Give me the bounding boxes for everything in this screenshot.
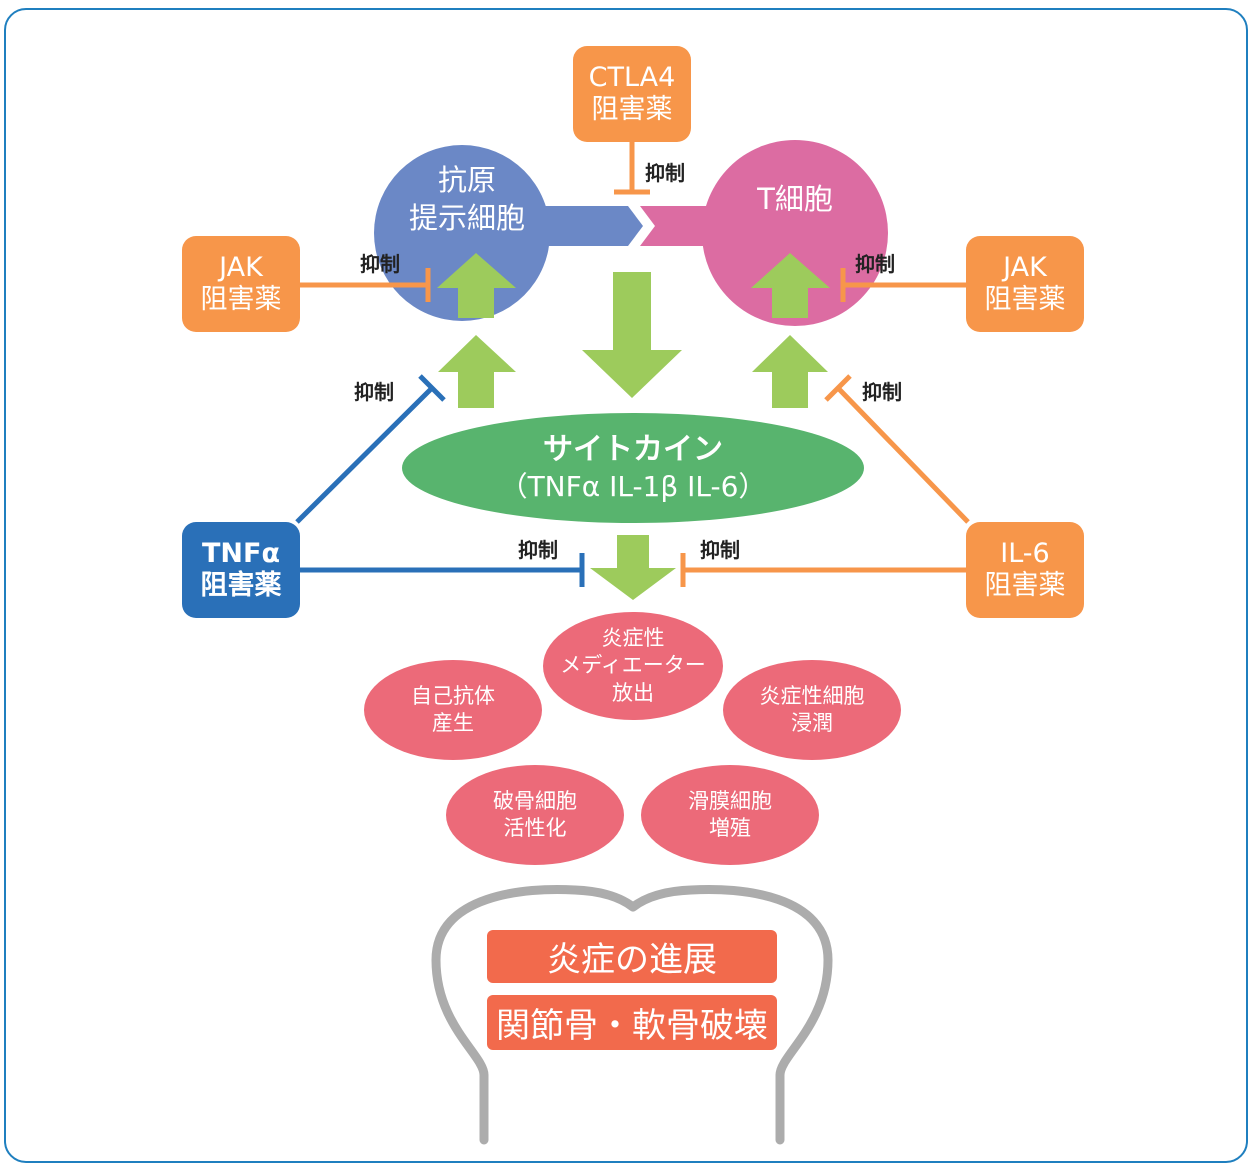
result-inflammation: 炎症の進展 bbox=[487, 930, 777, 983]
jak-left-line2: 阻害薬 bbox=[200, 284, 282, 315]
jak-inhibitor-right-box: JAK 阻害薬 bbox=[966, 236, 1084, 332]
tnf-inhibit-diagonal-bar bbox=[418, 374, 446, 402]
apc-cell bbox=[374, 145, 550, 321]
effect-synovial: 滑膜細胞 増殖 bbox=[641, 765, 819, 865]
inhibit-label-il6-horizontal: 抑制 bbox=[700, 538, 740, 562]
inhibit-label-tnf-horizontal: 抑制 bbox=[518, 538, 558, 562]
inhibit-label-jak-left: 抑制 bbox=[360, 252, 400, 276]
apc-connector bbox=[520, 206, 643, 246]
effect-line: 自己抗体 bbox=[411, 683, 495, 708]
il6-inhibit-diagonal bbox=[836, 386, 970, 524]
il6-inhibit-diagonal-bar bbox=[824, 374, 852, 402]
effect-line: 活性化 bbox=[503, 816, 567, 840]
t-cell-connector bbox=[640, 206, 760, 246]
inhibit-label-jak-right: 抑制 bbox=[855, 252, 895, 276]
effect-line: 浸潤 bbox=[791, 711, 833, 735]
cytokine-to-tcell-arrow bbox=[752, 335, 828, 408]
effect-line: 炎症性 bbox=[601, 626, 665, 651]
effect-cell-infiltration: 炎症性細胞 浸潤 bbox=[723, 660, 901, 760]
inhibit-label-il6-diagonal: 抑制 bbox=[862, 380, 902, 404]
cells-to-cytokine-arrow bbox=[582, 272, 682, 398]
ctla4-line1: CTLA4 bbox=[588, 61, 676, 93]
effect-line: 破骨細胞 bbox=[493, 788, 577, 813]
effect-osteoclast: 破骨細胞 活性化 bbox=[446, 765, 624, 865]
tcell-label-text: T細胞 bbox=[757, 182, 833, 217]
tcell-label: T細胞 bbox=[725, 180, 865, 220]
tnf-line1: TNFα bbox=[201, 537, 280, 569]
inhibit-label-tnf-diagonal: 抑制 bbox=[354, 380, 394, 404]
effect-line: 放出 bbox=[612, 680, 654, 705]
result-joint-destruction: 関節骨・軟骨破壊 bbox=[487, 995, 777, 1050]
apc-label-line2: 提示細胞 bbox=[408, 201, 525, 235]
jak-right-line1: JAK bbox=[1003, 251, 1047, 283]
effect-line: 増殖 bbox=[709, 816, 751, 840]
effect-line: 産生 bbox=[432, 711, 474, 735]
tnf-inhibit-diagonal bbox=[295, 386, 434, 524]
il6-inhibitor-box: IL-6 阻害薬 bbox=[966, 522, 1084, 618]
joint-outline bbox=[431, 884, 833, 1145]
tnf-inhibitor-box: TNFα 阻害薬 bbox=[182, 522, 300, 618]
cytokine-subtitle: （TNFα IL-1β IL-6） bbox=[499, 470, 767, 504]
apc-label-line1: 抗原 bbox=[437, 163, 496, 198]
ctla4-line2: 阻害薬 bbox=[591, 94, 673, 125]
effect-autoantibody: 自己抗体 産生 bbox=[364, 660, 542, 760]
ctla4-inhibitor-box: CTLA4 阻害薬 bbox=[573, 46, 691, 142]
il6-line2: 阻害薬 bbox=[984, 570, 1066, 601]
tnf-line2: 阻害薬 bbox=[200, 570, 282, 601]
effect-line: 滑膜細胞 bbox=[688, 788, 772, 813]
effect-line: 炎症性細胞 bbox=[759, 683, 865, 708]
effect-line: メディエーター bbox=[560, 653, 706, 678]
jak-inhibitor-left-box: JAK 阻害薬 bbox=[182, 236, 300, 332]
jak-left-line1: JAK bbox=[219, 251, 263, 283]
il6-line1: IL-6 bbox=[1000, 537, 1050, 569]
cytokine-title: サイトカイン bbox=[543, 432, 723, 468]
effect-mediator-release: 炎症性 メディエーター 放出 bbox=[543, 612, 723, 720]
apc-inner-up-arrow bbox=[437, 253, 516, 318]
cytokine-to-effects-arrow bbox=[590, 535, 676, 600]
jak-right-line2: 阻害薬 bbox=[984, 284, 1066, 315]
apc-label: 抗原 提示細胞 bbox=[392, 160, 542, 240]
cytokine-to-apc-arrow bbox=[438, 335, 516, 408]
inhibit-label-ctla4: 抑制 bbox=[645, 161, 685, 185]
tcell-inner-up-arrow bbox=[751, 253, 830, 318]
cytokine-ellipse: サイトカイン （TNFα IL-1β IL-6） bbox=[402, 413, 864, 523]
